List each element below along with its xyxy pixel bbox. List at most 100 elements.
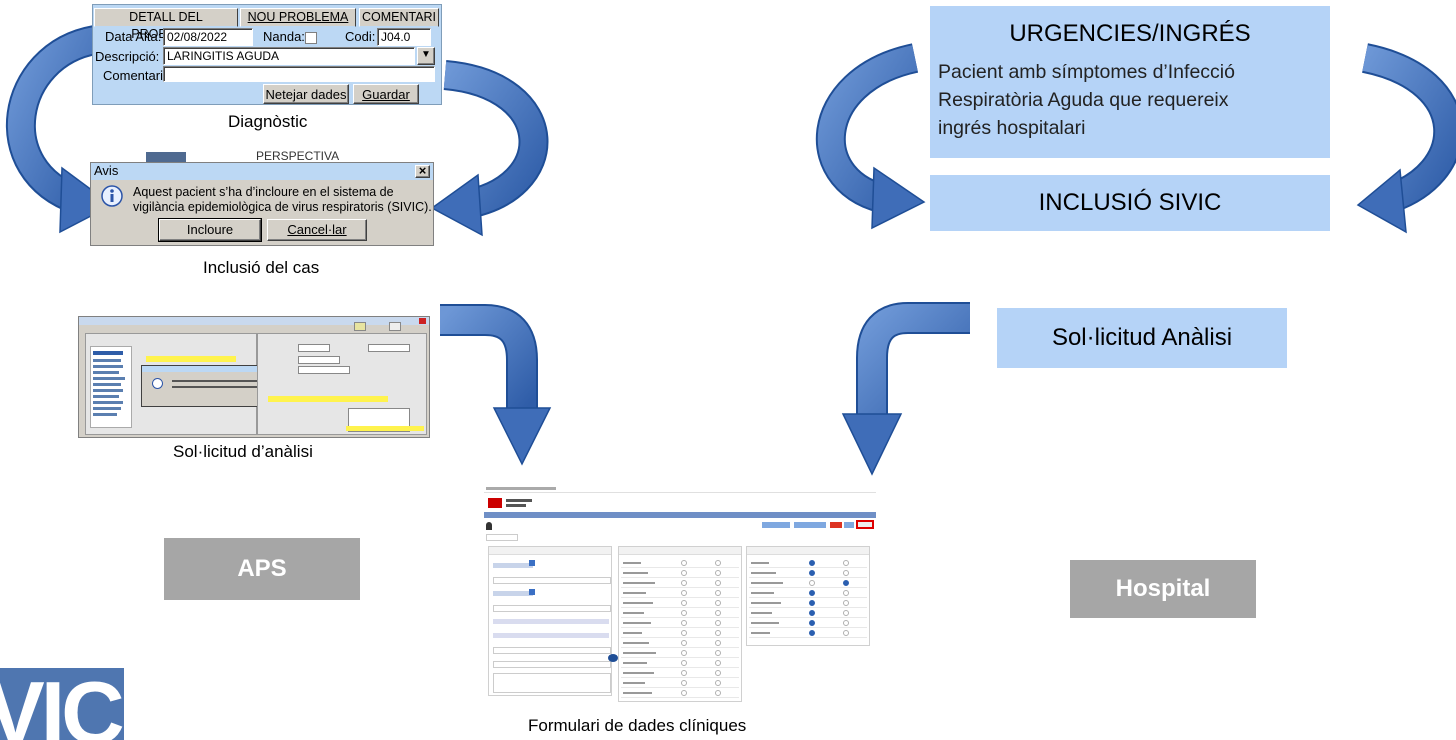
radio-option[interactable]	[843, 620, 849, 626]
radio-option[interactable]	[681, 650, 687, 656]
alert-message-line1: Aquest pacient s’ha d’incloure en el sis…	[133, 185, 394, 199]
radio-option[interactable]	[809, 600, 815, 606]
curved-arrow-hospital-left	[815, 43, 926, 230]
hospital-label: Hospital	[1070, 560, 1256, 618]
form-row	[749, 629, 867, 638]
urgencies-title: URGENCIES/INGRÉS	[1009, 20, 1251, 47]
close-icon[interactable]: ×	[415, 164, 430, 178]
radio-option[interactable]	[809, 580, 815, 586]
radio-option[interactable]	[809, 570, 815, 576]
form-panel-right	[746, 546, 870, 646]
form-save-button[interactable]	[856, 520, 874, 529]
radio-option[interactable]	[681, 670, 687, 676]
radio-option[interactable]	[715, 560, 721, 566]
radio-option[interactable]	[843, 600, 849, 606]
lab-tree	[90, 346, 132, 428]
cancel-button[interactable]: Cancel·lar	[267, 219, 367, 241]
radio-option[interactable]	[681, 600, 687, 606]
data-alta-field[interactable]: 02/08/2022	[163, 28, 253, 46]
radio-option[interactable]	[843, 570, 849, 576]
form-row	[749, 619, 867, 628]
radio-option[interactable]	[681, 640, 687, 646]
comentari-field[interactable]	[163, 66, 435, 82]
background-text: PERSPECTIVA	[256, 149, 340, 163]
radio-option[interactable]	[715, 690, 721, 696]
curved-arrow-left	[5, 25, 114, 234]
curved-arrow-hospital-right	[1356, 43, 1456, 234]
radio-option[interactable]	[715, 570, 721, 576]
radio-option[interactable]	[681, 590, 687, 596]
radio-option[interactable]	[809, 590, 815, 596]
comentari-label: Comentari:	[103, 68, 167, 83]
radio-option[interactable]	[843, 580, 849, 586]
form-button[interactable]	[830, 522, 842, 528]
radio-option[interactable]	[715, 600, 721, 606]
radio-option[interactable]	[715, 660, 721, 666]
incloure-button[interactable]: Incloure	[158, 218, 262, 242]
radio-option[interactable]	[843, 590, 849, 596]
info-icon	[101, 185, 123, 207]
alert-title-bar: Avis ×	[91, 163, 433, 180]
form-row	[621, 589, 739, 598]
radio-option[interactable]	[843, 610, 849, 616]
form-tab[interactable]	[486, 534, 518, 541]
radio-option[interactable]	[715, 650, 721, 656]
radio-option[interactable]	[809, 630, 815, 636]
radio-option[interactable]	[681, 610, 687, 616]
form-row	[621, 609, 739, 618]
radio-option[interactable]	[715, 640, 721, 646]
tab-nou-problema[interactable]: NOU PROBLEMA	[240, 8, 356, 27]
nanda-checkbox[interactable]	[305, 32, 317, 44]
netejar-dades-button[interactable]: Netejar dades	[263, 84, 349, 104]
radio-option[interactable]	[715, 670, 721, 676]
lab-title-bar	[79, 317, 429, 325]
microphone-icon[interactable]: ▼	[417, 47, 435, 65]
form-row	[621, 679, 739, 688]
diagnostic-window: DETALL DEL PROBLEMA NOU PROBLEMA COMENTA…	[92, 4, 442, 105]
alert-message: Aquest pacient s’ha d’incloure en el sis…	[133, 185, 432, 215]
radio-option[interactable]	[715, 680, 721, 686]
radio-option[interactable]	[843, 560, 849, 566]
urgencies-description: Pacient amb símptomes d’Infecció Respira…	[938, 58, 1235, 142]
radio-option[interactable]	[681, 570, 687, 576]
radio-option[interactable]	[681, 580, 687, 586]
radio-option[interactable]	[715, 580, 721, 586]
radio-option[interactable]	[843, 630, 849, 636]
radio-option[interactable]	[681, 660, 687, 666]
radio-option[interactable]	[681, 680, 687, 686]
guardar-button[interactable]: Guardar	[353, 84, 419, 104]
radio-option[interactable]	[715, 620, 721, 626]
radio-option[interactable]	[681, 690, 687, 696]
urgencies-line2: Respiratòria Aguda que requereix	[938, 89, 1229, 111]
codi-field[interactable]: J04.0	[377, 28, 431, 46]
bent-arrow-aps	[440, 304, 552, 466]
form-row	[621, 599, 739, 608]
form-header-bar	[484, 512, 876, 518]
radio-option[interactable]	[809, 620, 815, 626]
form-caption: Formulari de dades clíniques	[528, 716, 747, 735]
form-button[interactable]	[844, 522, 854, 528]
lab-right-panel	[257, 333, 427, 435]
descripcio-field[interactable]: LARINGITIS AGUDA	[163, 47, 415, 65]
tab-comentari[interactable]: COMENTARI	[359, 8, 439, 27]
form-button[interactable]	[794, 522, 826, 528]
radio-option[interactable]	[809, 560, 815, 566]
lab-request-caption: Sol·licitud d’anàlisi	[173, 442, 313, 461]
radio-option[interactable]	[715, 610, 721, 616]
radio-option[interactable]	[681, 630, 687, 636]
radio-option[interactable]	[715, 590, 721, 596]
alert-message-line2: vigilància epidemiològica de virus respi…	[133, 200, 432, 214]
radio-option[interactable]	[681, 620, 687, 626]
radio-option[interactable]	[715, 630, 721, 636]
form-button[interactable]	[762, 522, 790, 528]
radio-option[interactable]	[681, 560, 687, 566]
tab-detall-del-problema[interactable]: DETALL DEL PROBLEMA	[94, 8, 238, 41]
form-row	[621, 569, 739, 578]
form-row	[621, 619, 739, 628]
form-title-bar	[484, 486, 876, 493]
descripcio-label: Descripció:	[95, 49, 160, 64]
sivic-logo: VIC	[0, 668, 124, 740]
radio-option[interactable]	[809, 610, 815, 616]
form-row	[621, 629, 739, 638]
